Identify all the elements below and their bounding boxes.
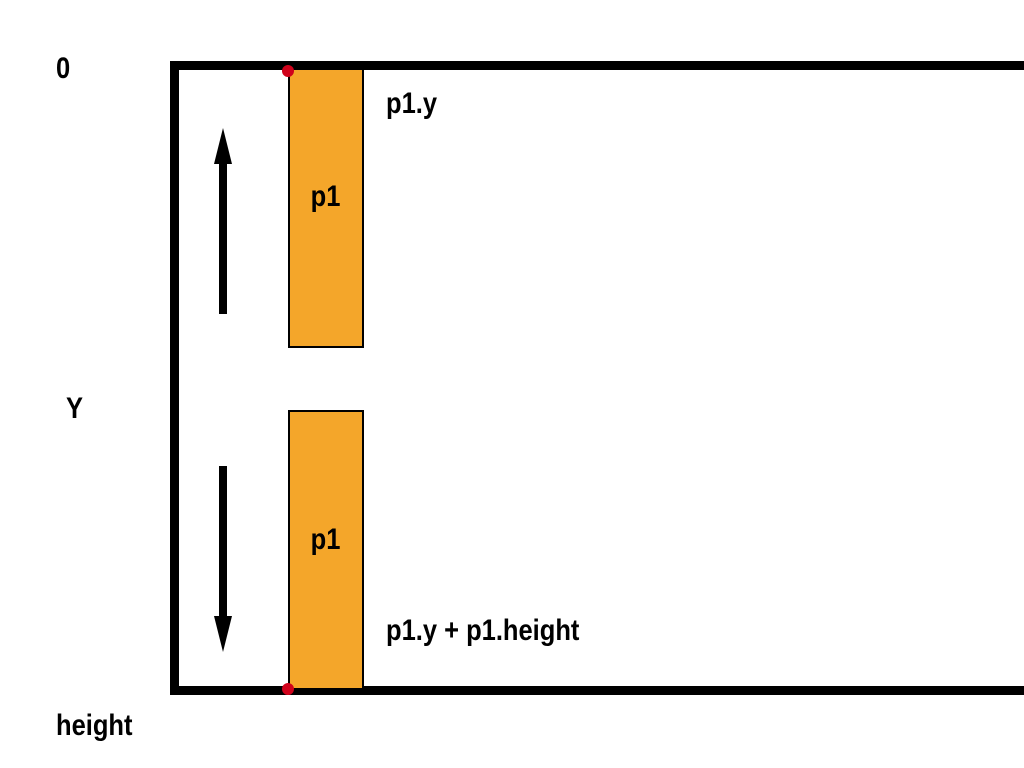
y-axis-label: Y xyxy=(66,392,84,425)
origin-label: 0 xyxy=(56,52,71,85)
paddle-top-position: p1 xyxy=(288,68,364,348)
height-label: height xyxy=(56,709,133,742)
up-arrow-icon xyxy=(214,128,232,314)
down-arrow-icon xyxy=(214,466,232,652)
bottom-anchor-point xyxy=(282,683,294,695)
paddle-label: p1 xyxy=(311,523,341,556)
paddle-label: p1 xyxy=(311,180,341,213)
top-anchor-point xyxy=(282,65,294,77)
paddle-bottom-annotation: p1.y + p1.height xyxy=(386,614,580,647)
paddle-y-annotation: p1.y xyxy=(386,87,438,120)
paddle-bottom-position: p1 xyxy=(288,410,364,690)
